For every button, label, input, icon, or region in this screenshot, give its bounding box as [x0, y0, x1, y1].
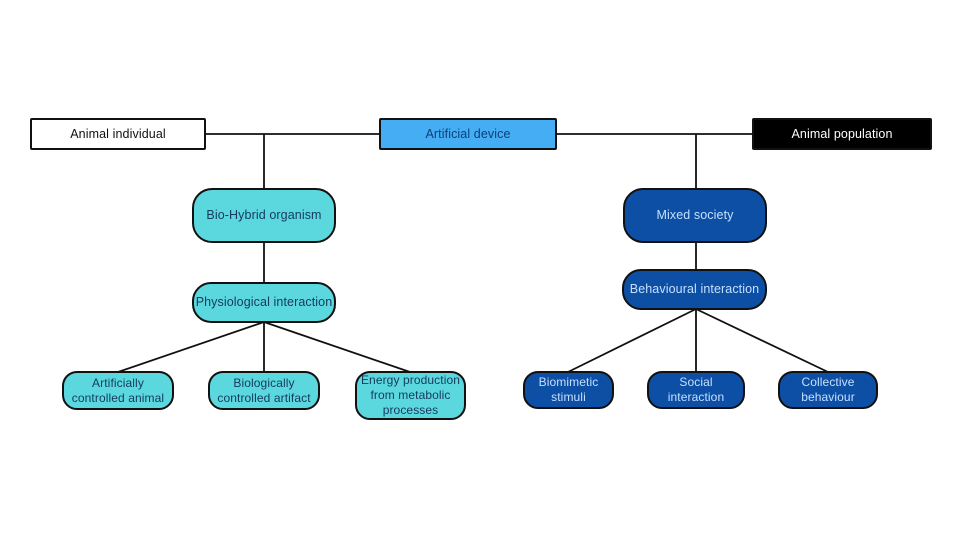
node-mixed-society: Mixed society	[623, 188, 767, 243]
node-artificially-controlled-animal: Artificially controlled animal	[62, 371, 174, 410]
node-biomimetic-stimuli: Biomimetic stimuli	[523, 371, 614, 409]
node-animal-population: Animal population	[752, 118, 932, 150]
node-collective-behaviour: Collective behaviour	[778, 371, 878, 409]
node-behavioural-interaction: Behavioural interaction	[622, 269, 767, 310]
node-animal-individual: Animal individual	[30, 118, 206, 150]
node-artificial-device: Artificial device	[379, 118, 557, 150]
node-biologically-controlled-artifact: Biologically controlled artifact	[208, 371, 320, 410]
node-bio-hybrid-organism: Bio-Hybrid organism	[192, 188, 336, 243]
node-energy-production-metabolic: Energy production from metabolic process…	[355, 371, 466, 420]
node-social-interaction: Social interaction	[647, 371, 745, 409]
node-physiological-interaction: Physiological interaction	[192, 282, 336, 323]
